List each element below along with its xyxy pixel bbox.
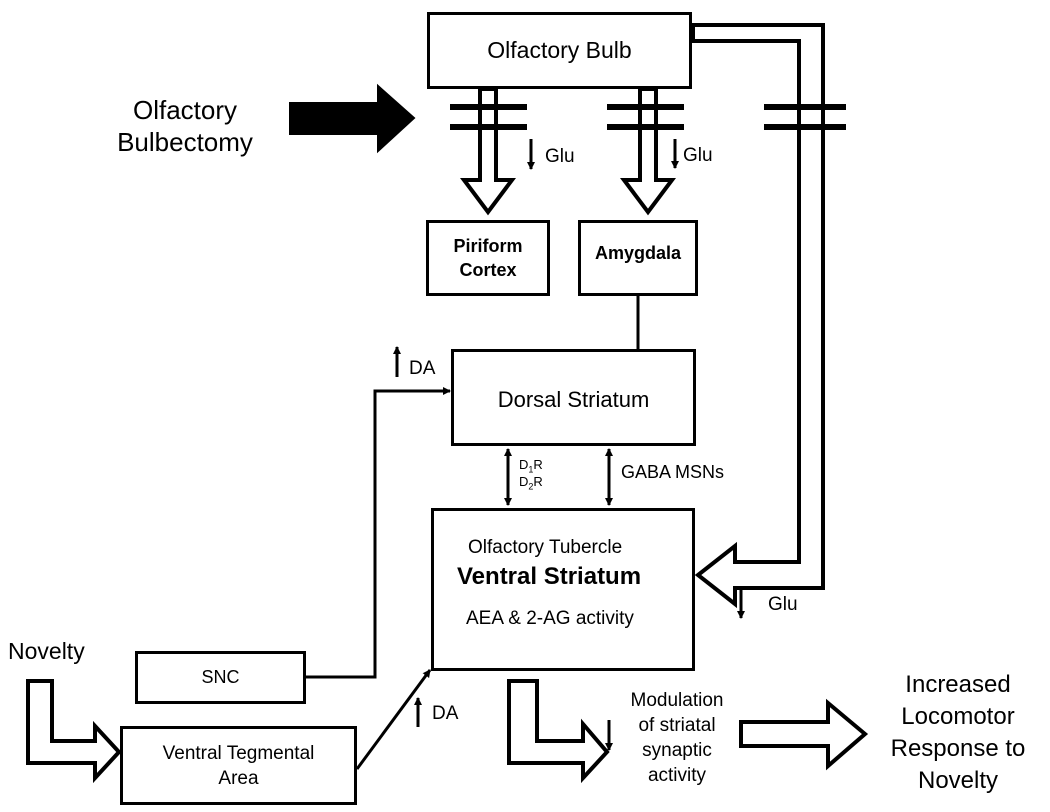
d1r-label: D1R <box>519 457 543 475</box>
dorsal-striatum-label: Dorsal Striatum <box>497 386 650 412</box>
aea-2ag-label: AEA & 2-AG activity <box>466 608 634 629</box>
olfactory-bulb-label: Olfactory Bulb <box>487 37 632 63</box>
snc-label: SNC <box>201 667 240 687</box>
novelty-label: Novelty <box>8 638 85 664</box>
piriform-label: Piriform <box>453 236 523 256</box>
modulation-to-increased-arrow <box>739 698 869 771</box>
modulation-line-4: activity <box>647 765 707 786</box>
da-bottom-label: DA <box>432 703 459 724</box>
glu-left-label: Glu <box>545 146 575 167</box>
olfactory-bulb-box: Olfactory Bulb <box>427 12 692 89</box>
vta-label-1: Ventral Tegmental <box>162 742 315 764</box>
ventral-to-modulation-arrow <box>507 679 610 784</box>
vta-box: Ventral Tegmental Area <box>120 726 357 805</box>
bulbectomy-arrow <box>289 83 416 154</box>
vta-label-2: Area <box>218 767 259 789</box>
bulbectomy-line-1: Olfactory <box>132 95 238 125</box>
modulation-line-1: Modulation <box>630 690 724 711</box>
d2r-label: D2R <box>519 474 543 492</box>
cortex-label: Cortex <box>459 260 517 280</box>
amygdala-box: Amygdala <box>578 220 698 296</box>
da-top-label: DA <box>409 358 436 379</box>
increased-line-1: Increased <box>905 671 1011 698</box>
novelty-arrow <box>26 679 122 784</box>
dorsal-striatum-box: Dorsal Striatum <box>451 349 696 446</box>
glu-mid-label: Glu <box>683 145 713 166</box>
glu-right-label: Glu <box>768 594 798 615</box>
amygdala-label: Amygdala <box>594 243 682 263</box>
bulb-to-ventral-striatum-arrow <box>691 23 825 609</box>
bulbectomy-line-2: Bulbectomy <box>117 127 253 157</box>
olfactory-tubercle-label: Olfactory Tubercle <box>468 537 623 558</box>
snc-box: SNC <box>135 651 306 704</box>
gaba-msns-label: GABA MSNs <box>621 462 725 482</box>
increased-line-3: Response to <box>890 735 1026 762</box>
piriform-cortex-box: Piriform Cortex <box>426 220 550 296</box>
vta-to-ventral-line <box>355 669 432 770</box>
increased-response-label: Increased Locomotor Response to Novelty <box>877 669 1039 797</box>
modulation-line-3: synaptic <box>642 740 712 761</box>
ventral-striatum-label: Ventral Striatum <box>457 563 642 590</box>
snc-to-dorsal-line <box>306 387 451 679</box>
increased-line-4: Novelty <box>917 767 999 794</box>
modulation-label: Modulation of striatal synaptic activity <box>618 688 736 788</box>
cut-marks <box>450 104 846 130</box>
olfactory-bulbectomy-label: Olfactory Bulbectomy <box>108 94 262 158</box>
modulation-line-2: of striatal <box>638 715 716 736</box>
ventral-striatum-box <box>431 508 695 671</box>
increased-line-2: Locomotor <box>901 703 1015 730</box>
